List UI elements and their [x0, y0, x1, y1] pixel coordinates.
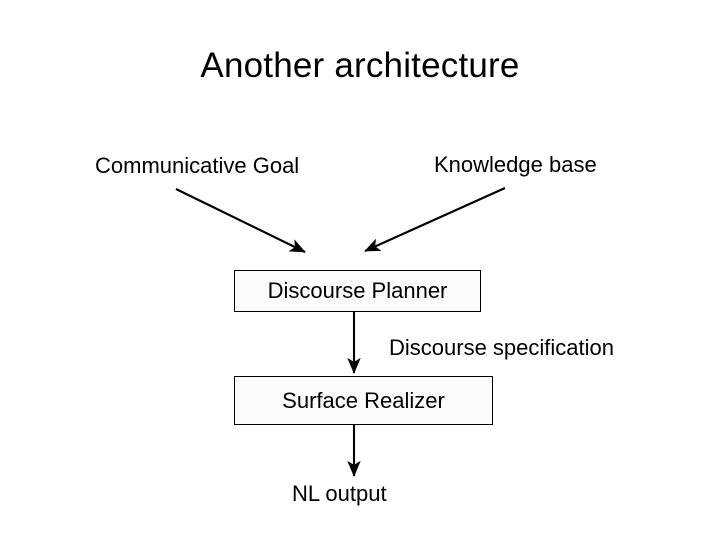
- node-discourse-planner-label: Discourse Planner: [267, 278, 448, 303]
- output-label-nl-output: NL output: [292, 481, 387, 506]
- input-label-knowledge-base: Knowledge base: [434, 152, 597, 177]
- input-label-communicative-goal: Communicative Goal: [95, 153, 300, 178]
- node-surface-realizer: Surface Realizer: [234, 376, 493, 425]
- arrow-kb-to-planner: [364, 187, 506, 252]
- node-surface-realizer-label: Surface Realizer: [282, 387, 445, 413]
- page-title: Another architecture: [200, 46, 520, 85]
- node-discourse-planner: Discourse Planner: [234, 270, 481, 312]
- arrow-goal-to-planner: [175, 188, 306, 253]
- edge-label-discourse-specification: Discourse specification: [389, 335, 614, 360]
